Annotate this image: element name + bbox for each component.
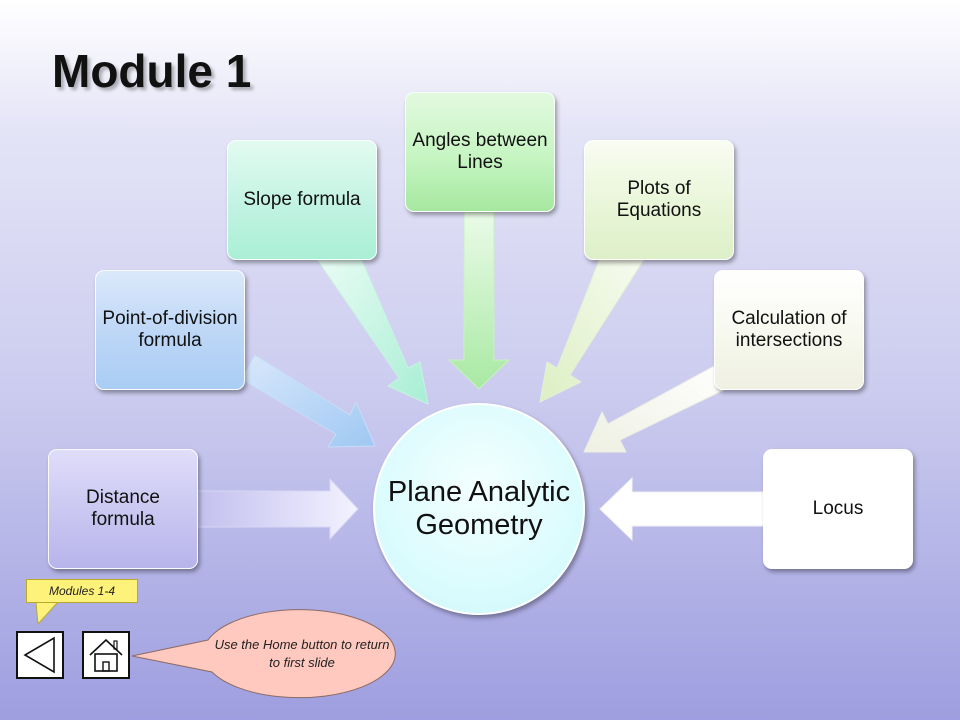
arrow-distance <box>197 477 359 541</box>
arrow-plots <box>539 257 646 403</box>
center-label: Plane Analytic Geometry <box>387 476 571 541</box>
node-plots-of-equations: Plots of Equations <box>584 140 734 260</box>
node-distance-formula: Distance formula <box>48 449 198 569</box>
arrow-locus <box>599 476 765 542</box>
home-button[interactable] <box>82 631 130 679</box>
arrow-point-of-division <box>240 354 376 448</box>
back-triangle-icon <box>23 636 55 674</box>
node-label: Slope formula <box>243 189 361 210</box>
node-point-of-division-formula: Point-of-division formula <box>95 270 245 390</box>
arrow-slope <box>315 257 429 405</box>
node-angles-between-lines: Angles between Lines <box>405 92 555 212</box>
home-icon <box>89 638 123 672</box>
node-label: Point-of-division formula <box>102 308 238 351</box>
node-label: Angles between Lines <box>412 130 548 173</box>
arrow-angles <box>447 211 511 390</box>
node-label: Plots of Equations <box>616 178 702 221</box>
node-locus: Locus <box>763 449 913 569</box>
back-button[interactable] <box>16 631 64 679</box>
node-calculation-of-intersections: Calculation of intersections <box>714 270 864 390</box>
modules-callout-label: Modules 1-4 <box>48 584 116 598</box>
home-tooltip-text: Use the Home button to return to first s… <box>214 637 390 670</box>
node-label: Locus <box>812 498 864 519</box>
modules-callout[interactable]: Modules 1-4 <box>26 579 138 603</box>
arrow-intersections <box>583 364 729 453</box>
node-label: Calculation of intersections <box>731 308 847 351</box>
node-slope-formula: Slope formula <box>227 140 377 260</box>
page-title: Module 1 <box>52 45 252 97</box>
node-label: Distance formula <box>86 487 160 530</box>
center-node-plane-analytic-geometry: Plane Analytic Geometry <box>373 403 585 615</box>
